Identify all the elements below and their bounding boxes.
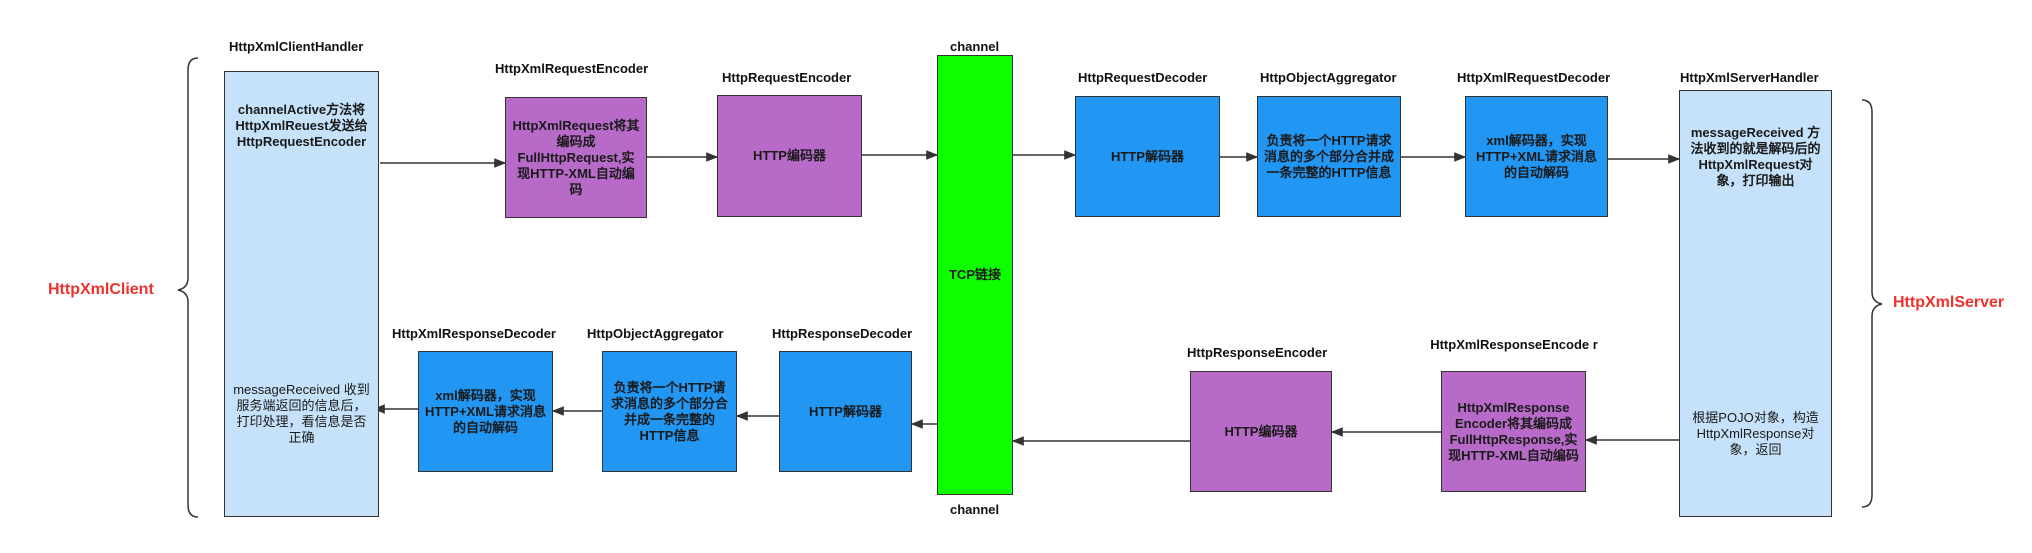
channel-bottom-label: channel bbox=[950, 502, 1000, 517]
client-handler-bottom-text: messageReceived 收到服务端返回的信息后，打印处理，看信息是否正确 bbox=[233, 382, 370, 445]
server-handler-title: HttpXmlServerHandler bbox=[1680, 70, 1819, 85]
response-decoder-title: HttpResponseDecoder bbox=[772, 326, 913, 341]
xml-request-decoder-box: xml解码器，实现HTTP+XML请求消息的自动解码 bbox=[1465, 96, 1608, 217]
request-encoder-box: HTTP编码器 bbox=[717, 95, 862, 217]
response-aggregator-title: HttpObjectAggregator bbox=[587, 326, 724, 341]
xml-request-encoder-title: HttpXmlRequestEncoder bbox=[495, 61, 649, 76]
server-brace bbox=[1861, 99, 1883, 508]
client-brace bbox=[177, 57, 199, 518]
channel-top-label: channel bbox=[950, 39, 1000, 54]
client-handler-title: HttpXmlClientHandler bbox=[229, 39, 364, 54]
response-decoder-box: HTTP解码器 bbox=[779, 351, 912, 472]
response-encoder-title: HttpResponseEncoder bbox=[1187, 345, 1328, 360]
server-handler-top-text: messageReceived 方法收到的就是解码后的HttpXmlReques… bbox=[1690, 125, 1821, 188]
xml-response-encoder-title: HttpXmlResponseEncode r bbox=[1430, 337, 1598, 352]
request-aggregator-title: HttpObjectAggregator bbox=[1260, 70, 1397, 85]
client-handler-top-text: channelActive方法将HttpXmlReuest发送给HttpRequ… bbox=[235, 102, 368, 149]
server-side-label: HttpXmlServer bbox=[1893, 294, 2005, 311]
request-decoder-title: HttpRequestDecoder bbox=[1078, 70, 1208, 85]
xml-response-encoder-box: HttpXmlResponse Encoder将其编码成FullHttpResp… bbox=[1441, 371, 1586, 492]
client-handler-panel: channelActive方法将HttpXmlReuest发送给HttpRequ… bbox=[224, 71, 379, 517]
client-side-label: HttpXmlClient bbox=[48, 281, 154, 298]
server-handler-panel: messageReceived 方法收到的就是解码后的HttpXmlReques… bbox=[1679, 90, 1832, 517]
request-encoder-title: HttpRequestEncoder bbox=[722, 70, 852, 85]
xml-request-encoder-box: HttpXmlRequest将其编码成FullHttpRequest,实现HTT… bbox=[505, 97, 647, 218]
request-aggregator-box: 负责将一个HTTP请求消息的多个部分合并成一条完整的HTTP信息 bbox=[1257, 96, 1401, 217]
response-encoder-box: HTTP编码器 bbox=[1190, 371, 1332, 492]
request-decoder-box: HTTP解码器 bbox=[1075, 96, 1220, 217]
xml-response-decoder-box: xml解码器，实现HTTP+XML请求消息的自动解码 bbox=[418, 351, 553, 472]
server-handler-bottom-text: 根据POJO对象，构造HttpXmlResponse对象，返回 bbox=[1692, 410, 1819, 457]
xml-response-decoder-title: HttpXmlResponseDecoder bbox=[392, 326, 556, 341]
response-aggregator-box: 负责将一个HTTP请求消息的多个部分合并成一条完整的HTTP信息 bbox=[602, 351, 737, 472]
xml-request-decoder-title: HttpXmlRequestDecoder bbox=[1457, 70, 1611, 85]
tcp-channel: TCP链接 bbox=[937, 55, 1013, 495]
